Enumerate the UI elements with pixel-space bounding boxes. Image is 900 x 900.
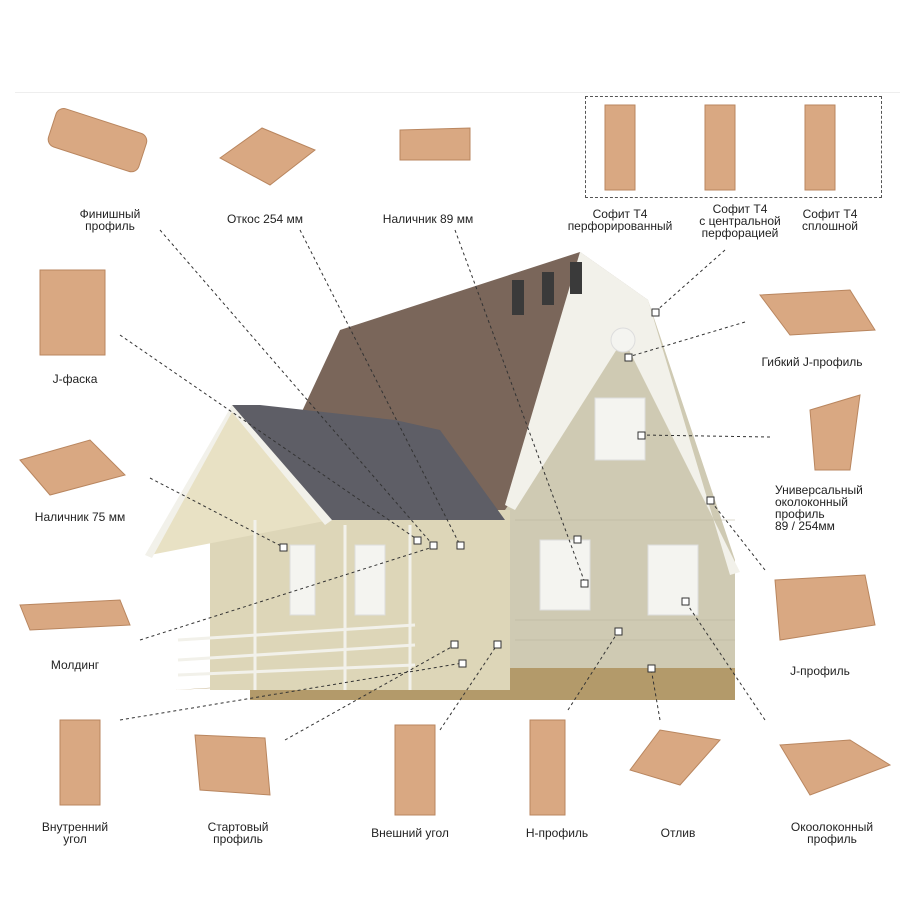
flex-j-image [759,289,876,336]
label-j-profile: J-профиль [790,664,850,678]
divider [15,92,900,93]
universal-image [809,394,861,471]
nalichnik89-image [399,127,471,161]
sofit-group-box [585,96,882,198]
label-otkos: Откос 254 мм [226,212,304,226]
otkos-image [219,127,316,186]
markers [279,308,715,673]
leader-lines [119,229,771,741]
nalichnik75-image [19,439,126,496]
inner-corner-image [59,719,101,806]
outer-corner-image [394,724,436,816]
left-roof [232,405,505,520]
label-h-profile: Н-профиль [525,826,589,840]
product-images [19,104,892,816]
label-nalichnik89: Наличник 89 мм [382,212,474,226]
molding-image [19,599,131,631]
label-j-faska: J-фаска [52,372,98,386]
sofit-central-image [704,104,736,191]
h-profile-image [529,719,566,816]
label-outer-corner: Внешний угол [371,826,449,840]
starter-image [194,734,271,796]
j-profile-image [774,574,876,641]
sofit-perf-image [604,104,636,191]
house [145,252,740,700]
label-nalichnik75: Наличник 75 мм [34,510,126,524]
finish-profile-image [47,108,148,173]
label-otliv: Отлив [660,826,696,840]
label-flex-j: Гибкий J-профиль [761,355,863,369]
sofit-solid-image [804,104,836,191]
label-molding: Молдинг [50,658,100,672]
window-profile-image [779,739,892,796]
otliv-image [629,729,721,786]
j-faska-image [39,269,106,356]
